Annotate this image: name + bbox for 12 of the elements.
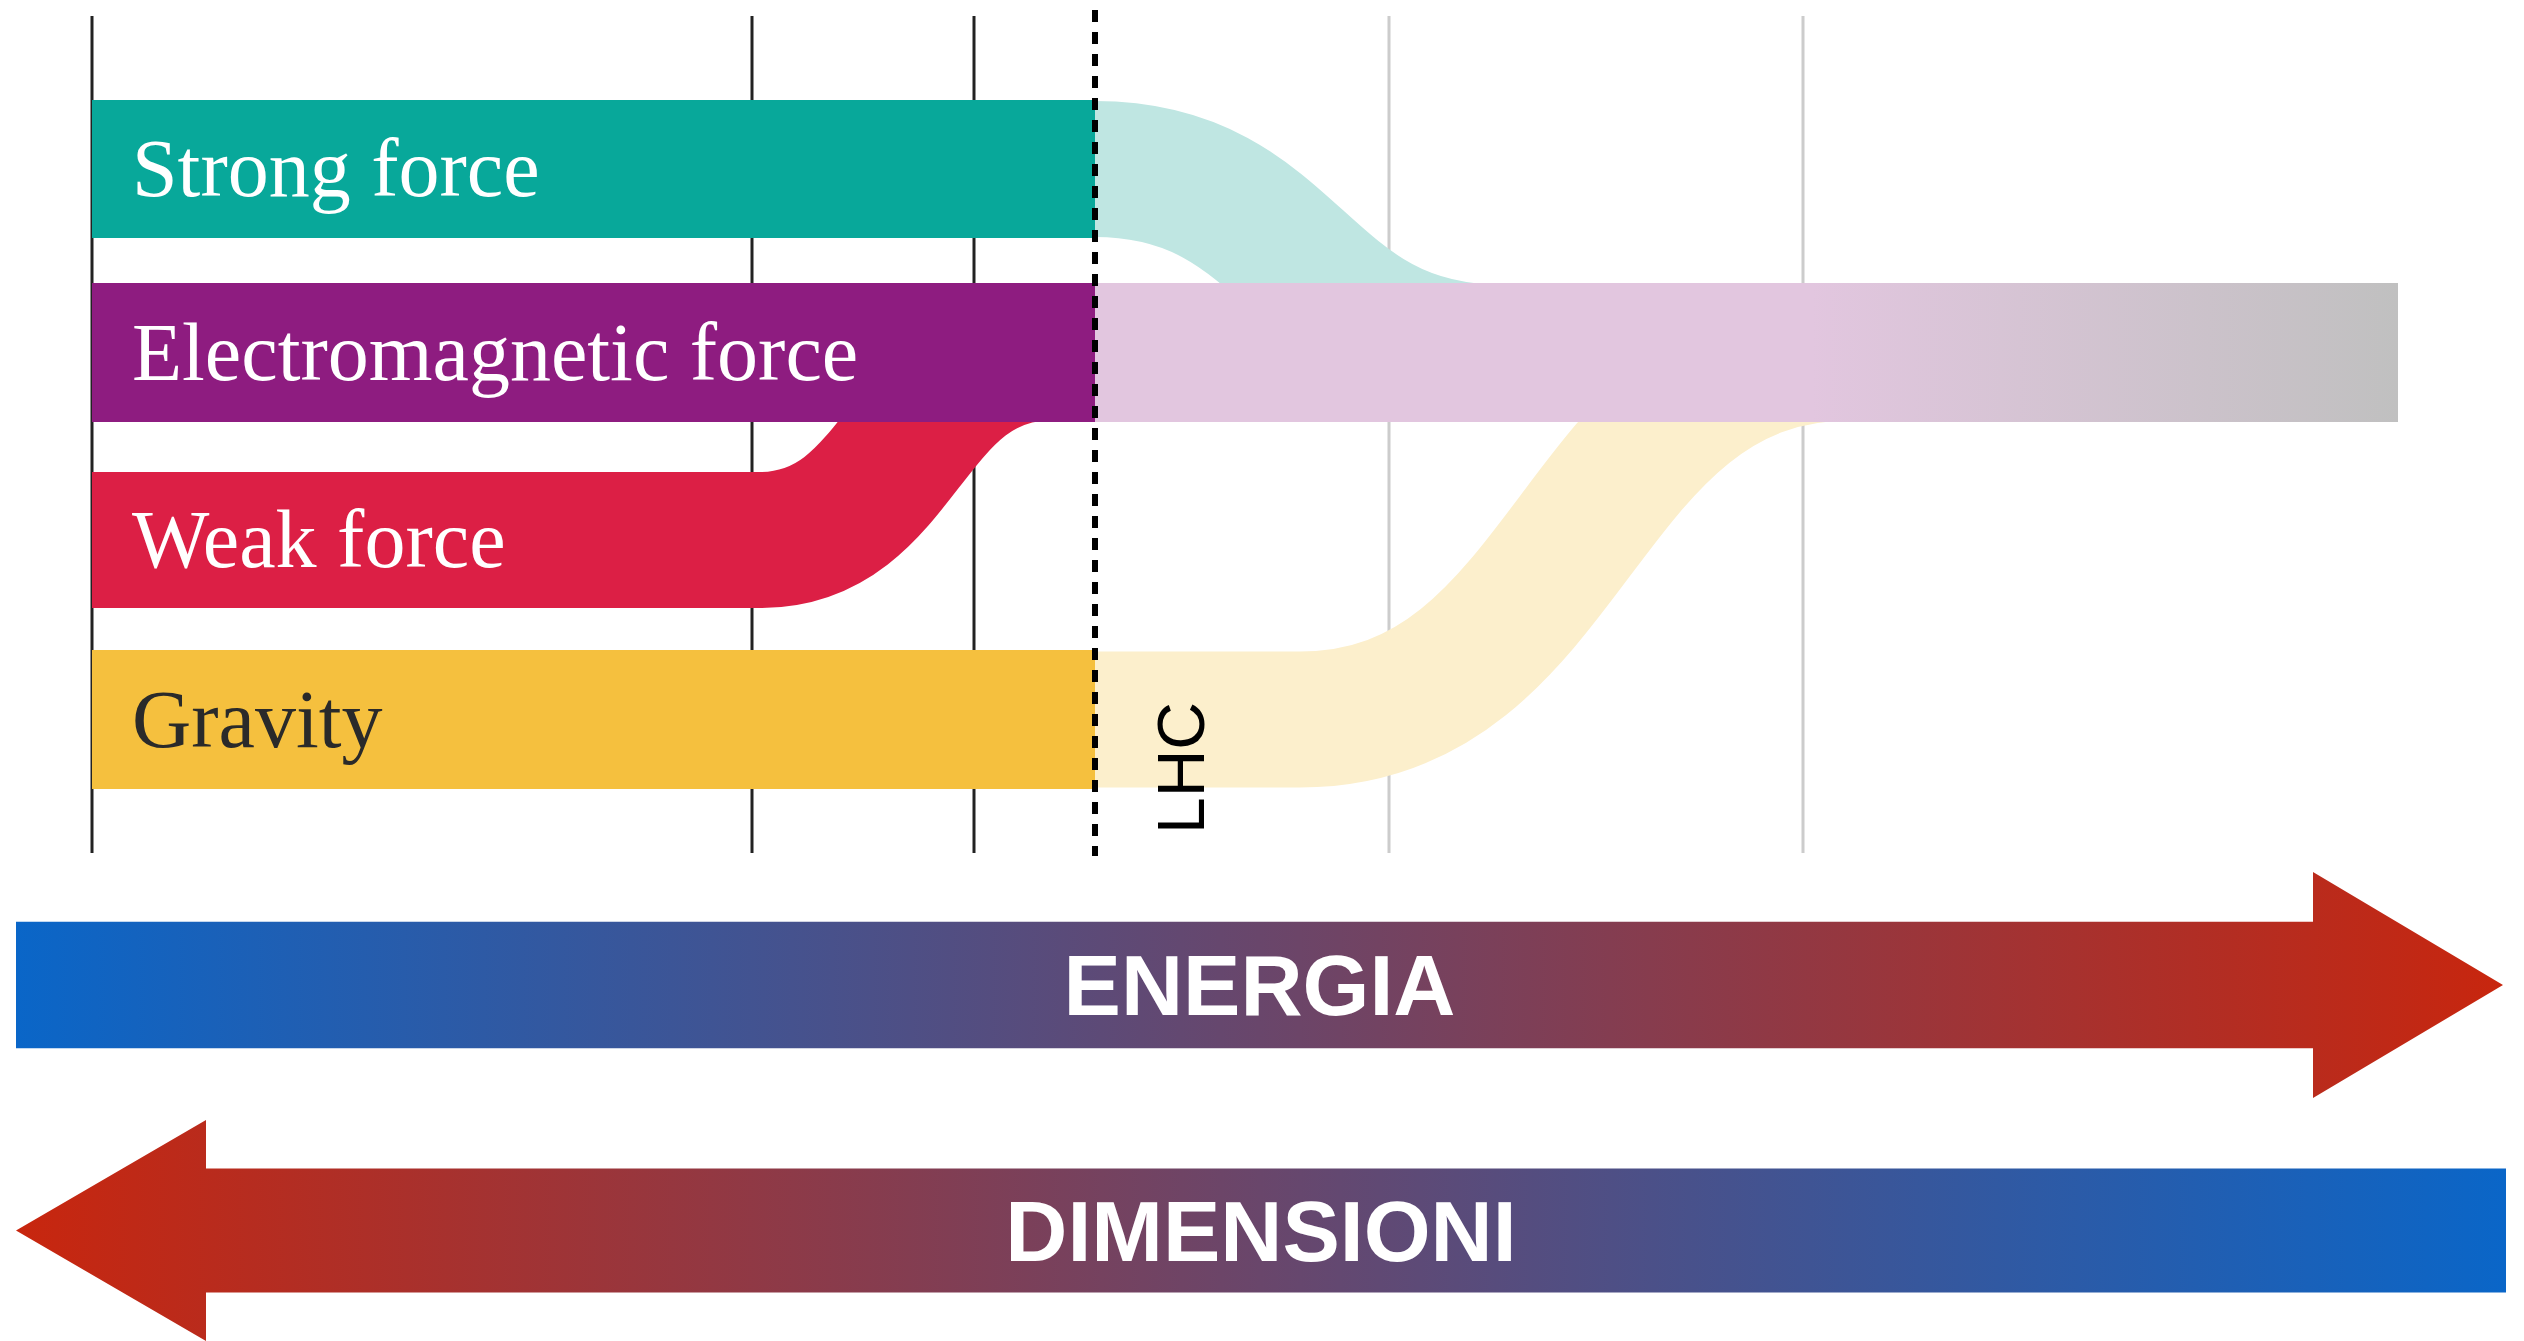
energy-marker-label: LHC: [1148, 702, 1214, 834]
force-label: Gravity: [131, 672, 383, 767]
arrow-label: DIMENSIONI: [1004, 1181, 1518, 1280]
force-band: [92, 650, 1095, 789]
arrow-label: ENERGIA: [1062, 935, 1457, 1035]
force-label: Weak force: [131, 493, 506, 587]
force-band: [92, 283, 1095, 422]
force-band: [92, 472, 760, 608]
force-label: Strong force: [131, 122, 540, 216]
force-band: [92, 100, 1095, 238]
force-label: Electromagnetic force: [131, 305, 859, 400]
unified-force-bar: [1095, 283, 2398, 422]
